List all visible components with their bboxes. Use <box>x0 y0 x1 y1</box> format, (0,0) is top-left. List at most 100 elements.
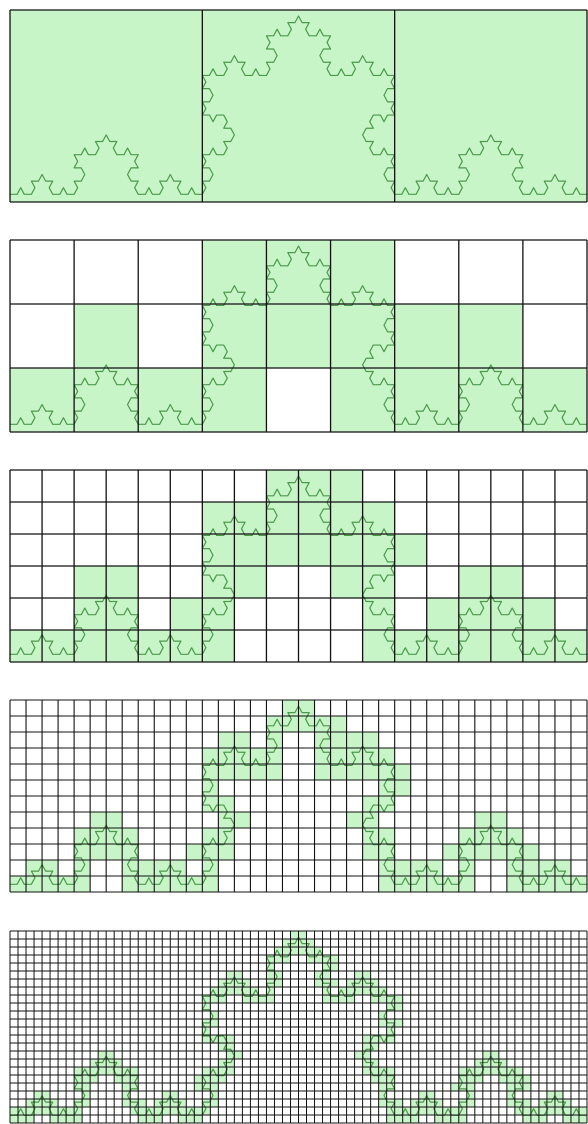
filled-box <box>122 1099 130 1107</box>
filled-box <box>218 764 234 780</box>
filled-box <box>170 630 202 662</box>
grid-panel-2 <box>10 240 587 432</box>
filled-box <box>66 1115 74 1123</box>
filled-box <box>266 534 298 566</box>
filled-box <box>202 502 234 534</box>
filled-box <box>299 947 307 955</box>
filled-box <box>523 598 555 630</box>
filled-box <box>523 1083 531 1091</box>
filled-box <box>186 1115 194 1123</box>
filled-box <box>202 796 218 812</box>
filled-box <box>459 566 491 598</box>
filled-box <box>379 1083 387 1091</box>
filled-box <box>395 1003 403 1011</box>
filled-box <box>90 812 106 828</box>
filled-box <box>323 971 331 979</box>
filled-box <box>290 947 298 955</box>
filled-box <box>395 995 403 1003</box>
filled-box <box>202 630 234 662</box>
filled-box <box>234 732 250 748</box>
filled-box <box>475 844 491 860</box>
filled-box <box>579 1115 587 1123</box>
filled-box <box>146 1115 154 1123</box>
filled-box <box>170 1099 178 1107</box>
filled-box <box>170 598 202 630</box>
filled-box <box>274 955 282 963</box>
filled-box <box>315 955 323 963</box>
filled-box <box>266 502 298 534</box>
filled-box <box>523 1115 531 1123</box>
filled-box <box>194 1107 202 1115</box>
filled-box <box>379 828 395 844</box>
filled-box <box>299 534 331 566</box>
filled-box <box>138 860 154 876</box>
filled-box <box>74 304 138 368</box>
filled-box <box>10 1115 18 1123</box>
filled-box <box>363 630 395 662</box>
filled-box <box>579 1107 587 1115</box>
filled-box <box>395 1107 403 1115</box>
filled-box <box>443 1115 451 1123</box>
filled-box <box>395 1115 403 1123</box>
filled-box <box>234 987 242 995</box>
filled-box <box>234 566 266 598</box>
filled-box <box>571 1115 579 1123</box>
filled-box <box>403 1115 411 1123</box>
filled-box <box>459 876 475 892</box>
filled-box <box>106 812 122 828</box>
filled-box <box>331 748 347 764</box>
filled-box <box>194 1083 202 1091</box>
filled-box <box>234 534 266 566</box>
filled-box <box>379 748 395 764</box>
filled-box <box>563 1115 571 1123</box>
filled-box <box>331 732 347 748</box>
filled-box <box>523 1099 531 1107</box>
filled-box <box>218 844 234 860</box>
filled-box <box>42 630 74 662</box>
filled-box <box>202 368 266 432</box>
filled-box <box>10 368 74 432</box>
filled-box <box>202 1067 210 1075</box>
filled-box <box>347 764 363 780</box>
filled-box <box>106 844 122 860</box>
filled-box <box>395 1019 403 1027</box>
filled-box <box>523 860 539 876</box>
filled-box <box>419 1099 427 1107</box>
filled-box <box>74 1115 82 1123</box>
filled-box <box>507 1099 515 1107</box>
filled-box <box>331 534 363 566</box>
filled-box <box>475 812 491 828</box>
filled-box <box>395 630 427 662</box>
filled-box <box>331 979 339 987</box>
filled-box <box>491 812 507 828</box>
filled-box <box>395 764 411 780</box>
filled-box <box>226 1067 234 1075</box>
grid-lines <box>10 931 587 1123</box>
filled-box <box>250 764 266 780</box>
filled-box <box>547 1099 555 1107</box>
grid-panel-3 <box>10 470 587 662</box>
filled-box <box>379 1099 387 1107</box>
filled-box <box>363 502 395 534</box>
filled-box <box>82 1083 90 1091</box>
filled-box <box>331 502 363 534</box>
filled-box <box>194 1075 202 1083</box>
filled-box <box>459 1099 467 1107</box>
filled-box <box>379 764 395 780</box>
filled-box <box>539 1115 547 1123</box>
filled-box <box>106 598 138 630</box>
filled-box <box>379 796 395 812</box>
filled-box <box>379 780 395 796</box>
filled-box <box>459 598 491 630</box>
filled-box <box>194 1115 202 1123</box>
filled-box <box>363 987 371 995</box>
filled-box <box>10 10 202 202</box>
filled-box <box>50 1115 58 1123</box>
filled-box <box>266 971 274 979</box>
filled-box <box>395 534 427 566</box>
filled-box <box>363 844 379 860</box>
filled-box <box>82 1099 90 1107</box>
filled-box <box>202 304 266 368</box>
filled-box <box>138 368 202 432</box>
